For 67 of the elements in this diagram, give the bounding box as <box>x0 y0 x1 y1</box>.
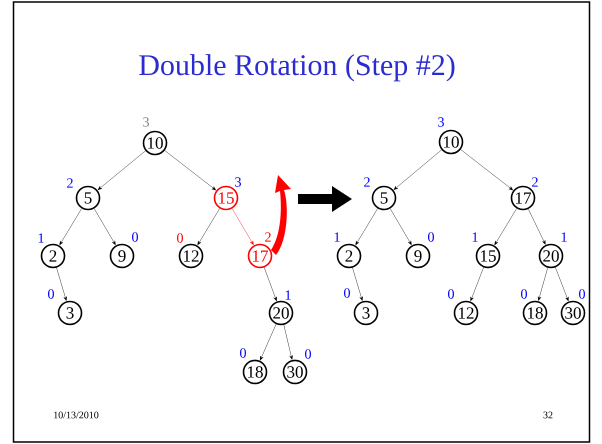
arrow <box>98 150 146 190</box>
arrow <box>284 324 293 360</box>
arrow <box>390 208 412 246</box>
tree-node: 15 <box>476 244 500 268</box>
tree-node: 15 <box>214 186 238 210</box>
tree-node: 18 <box>522 300 548 326</box>
height-label: 0 <box>132 232 138 242</box>
tree-node: 9 <box>406 244 430 268</box>
tree-node: 2 <box>336 244 362 268</box>
height-label: 0 <box>344 288 350 298</box>
tree-node: 5 <box>76 186 100 210</box>
height-label: 0 <box>448 289 454 299</box>
tree-node: 18 <box>242 360 268 384</box>
arrow <box>494 208 517 246</box>
arrow <box>94 208 116 246</box>
height-label: 0 <box>48 289 54 299</box>
tree-node: 5 <box>372 186 396 210</box>
arrow <box>260 324 276 360</box>
tree-node: 17 <box>510 186 536 210</box>
height-label: 1 <box>562 232 567 242</box>
tree-node: 17 <box>248 244 272 268</box>
tree-node: 9 <box>110 244 134 268</box>
arrow <box>59 208 82 246</box>
tree-node: 30 <box>560 300 586 326</box>
height-label: 2 <box>67 178 73 188</box>
arrow <box>460 149 514 190</box>
arrow <box>538 268 548 301</box>
tree-node: 20 <box>538 244 564 268</box>
height-label: 3 <box>438 117 444 127</box>
height-label: 3 <box>143 117 149 127</box>
height-label: 1 <box>334 232 340 242</box>
height-label: 2 <box>532 177 538 187</box>
height-label: 1 <box>286 290 291 300</box>
height-label: 0 <box>177 233 183 243</box>
arrow <box>355 208 378 246</box>
arrow <box>394 150 442 190</box>
tree-node: 30 <box>282 360 308 384</box>
tree-node: 3 <box>354 300 378 326</box>
tree-node: 2 <box>40 244 66 268</box>
height-label: 2 <box>364 177 370 187</box>
arrow <box>470 267 484 302</box>
footer-date: 10/13/2010 <box>54 412 98 418</box>
arrow <box>352 268 363 301</box>
arrow <box>56 268 67 301</box>
height-label: 0 <box>428 232 434 242</box>
tree-node: 10 <box>438 130 464 154</box>
page-number: 32 <box>543 412 552 418</box>
tree-node: 20 <box>268 300 294 326</box>
height-label: 0 <box>240 348 246 358</box>
arrow <box>164 150 216 190</box>
height-label: 3 <box>235 177 241 187</box>
tree-node: 3 <box>58 300 82 326</box>
height-label: 0 <box>305 349 311 359</box>
height-label: 2 <box>265 232 271 242</box>
arrow <box>197 208 220 246</box>
tree-node: 10 <box>142 130 168 156</box>
height-label: 0 <box>579 289 585 299</box>
height-label: 1 <box>38 233 44 243</box>
tree-node: 12 <box>178 244 204 268</box>
arrow <box>555 267 569 302</box>
title: Double Rotation (Step #2) <box>139 54 454 82</box>
arrow <box>232 208 254 246</box>
arrow <box>528 208 546 245</box>
height-label: 1 <box>472 232 478 242</box>
arrow <box>264 267 277 302</box>
height-label: 0 <box>521 289 527 299</box>
tree-node: 12 <box>454 300 478 326</box>
